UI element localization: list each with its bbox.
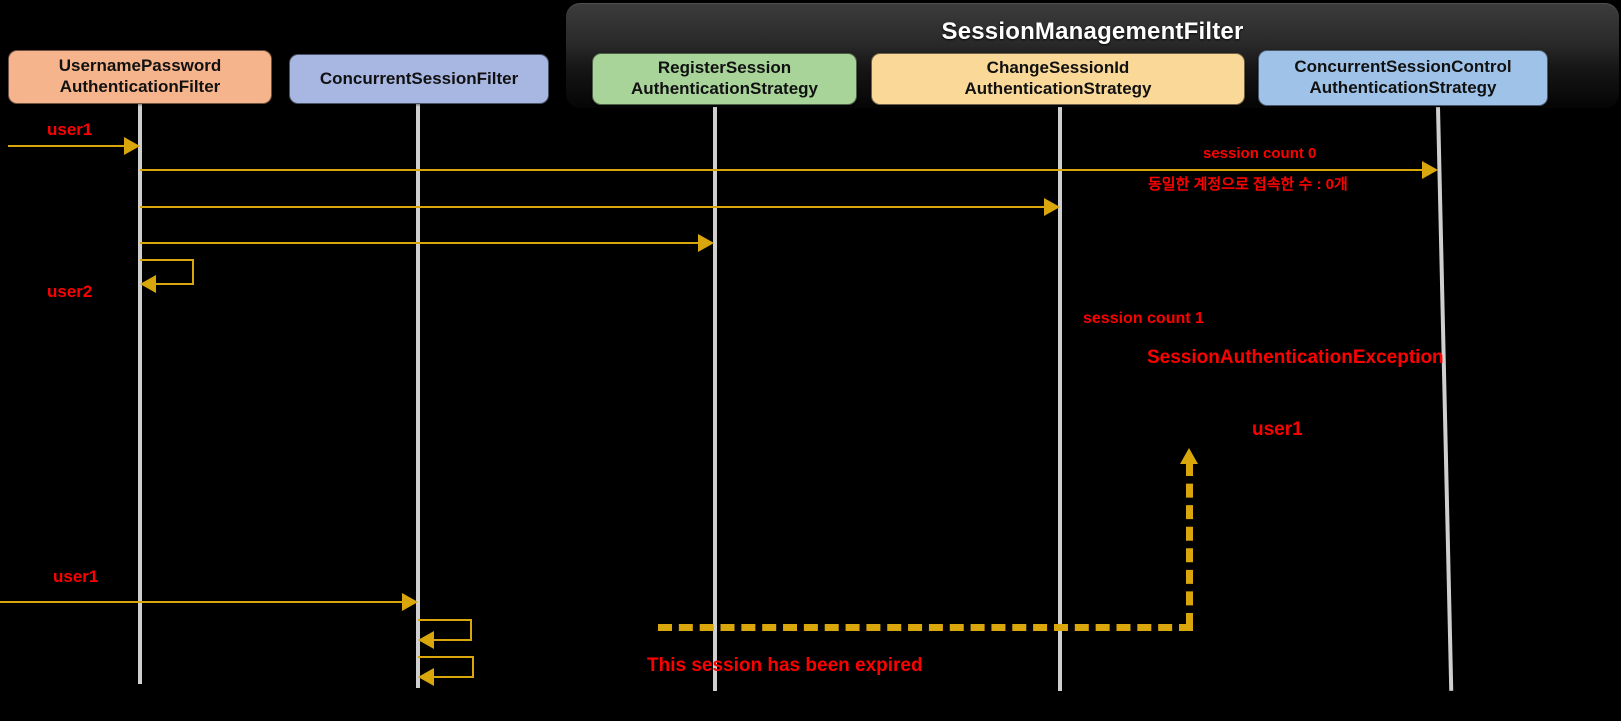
participant-label-line2: AuthenticationFilter bbox=[59, 77, 221, 96]
message-self-top-csf-1 bbox=[418, 619, 472, 621]
lifeline-register-session-authentication-strategy bbox=[713, 107, 717, 691]
message-line-user1-to-csf bbox=[0, 601, 404, 603]
message-arrowhead-upaf-to-csias bbox=[1044, 198, 1060, 216]
message-line-upaf-to-cscas bbox=[140, 169, 1426, 171]
participant-label-line1: RegisterSession bbox=[657, 58, 792, 78]
participant-label-line1: ChangeSessionId bbox=[986, 58, 1130, 78]
lifeline-concurrent-session-control-authentication-strategy bbox=[1436, 106, 1454, 691]
message-self-bottom-csf-2 bbox=[432, 676, 474, 678]
annotation-user1-expired-return: user1 bbox=[1252, 419, 1303, 440]
lifeline-usernamepassword-authentication-filter bbox=[138, 104, 142, 684]
annotation-session-count-0: session count 0 bbox=[1203, 145, 1317, 162]
message-self-bottom-csf-1 bbox=[432, 639, 472, 641]
message-arrowhead-self-upaf bbox=[140, 275, 156, 293]
message-arrowhead-user1-to-upaf bbox=[124, 137, 140, 155]
participant-label-line1: ConcurrentSessionControl bbox=[1294, 57, 1512, 77]
message-self-top-upaf bbox=[140, 259, 194, 261]
message-line-upaf-to-rsas bbox=[140, 242, 700, 244]
message-dashed-vertical-expired bbox=[1186, 462, 1193, 627]
message-self-top-csf-2 bbox=[418, 656, 474, 658]
annotation-session-count-1: session count 1 bbox=[1083, 310, 1204, 327]
participant-usernamepassword-authentication-filter[interactable]: UsernamePassword AuthenticationFilter bbox=[8, 50, 272, 104]
participant-change-session-id-authentication-strategy[interactable]: ChangeSessionId AuthenticationStrategy bbox=[871, 53, 1245, 105]
lifeline-concurrent-session-filter bbox=[416, 104, 420, 688]
annotation-user1-login: user1 bbox=[47, 120, 93, 139]
participant-register-session-authentication-strategy[interactable]: RegisterSession AuthenticationStrategy bbox=[592, 53, 857, 105]
message-arrowhead-self-csf-1 bbox=[418, 631, 434, 649]
message-dashed-horizontal-expired bbox=[658, 624, 1193, 631]
message-line-user1-to-upaf bbox=[8, 145, 126, 147]
annotation-user2: user2 bbox=[47, 282, 93, 301]
message-arrowhead-upaf-to-cscas bbox=[1422, 161, 1438, 179]
annotation-session-expired: This session has been expired bbox=[647, 655, 923, 676]
message-self-right-csf-2 bbox=[472, 656, 474, 678]
message-self-right-csf-1 bbox=[470, 619, 472, 641]
participant-concurrent-session-control-authentication-strategy[interactable]: ConcurrentSessionControl AuthenticationS… bbox=[1258, 50, 1548, 106]
participant-concurrent-session-filter[interactable]: ConcurrentSessionFilter bbox=[289, 54, 549, 104]
message-line-upaf-to-csias bbox=[140, 206, 1046, 208]
annotation-session-authentication-exception: SessionAuthenticationException bbox=[1147, 347, 1444, 368]
message-self-bottom-upaf bbox=[154, 283, 194, 285]
annotation-user1-reaccess: user1 bbox=[53, 567, 99, 586]
group-title: SessionManagementFilter bbox=[941, 18, 1244, 45]
participant-label-line1: UsernamePassword bbox=[58, 56, 222, 76]
message-self-right-upaf bbox=[192, 259, 194, 284]
annotation-same-account-count-korean: 동일한 계정으로 접속한 수 : 0개 bbox=[1148, 176, 1348, 193]
message-arrowhead-up-expired bbox=[1180, 448, 1198, 464]
lifeline-change-session-id-authentication-strategy bbox=[1058, 107, 1062, 691]
participant-label-line2: AuthenticationStrategy bbox=[964, 79, 1152, 98]
message-arrowhead-upaf-to-rsas bbox=[698, 234, 714, 252]
participant-label-line1: ConcurrentSessionFilter bbox=[319, 68, 519, 88]
participant-label-line2: AuthenticationStrategy bbox=[630, 79, 819, 98]
message-arrowhead-self-csf-2 bbox=[418, 668, 434, 686]
message-arrowhead-user1-to-csf bbox=[402, 593, 418, 611]
participant-label-line2: AuthenticationStrategy bbox=[1309, 78, 1497, 97]
